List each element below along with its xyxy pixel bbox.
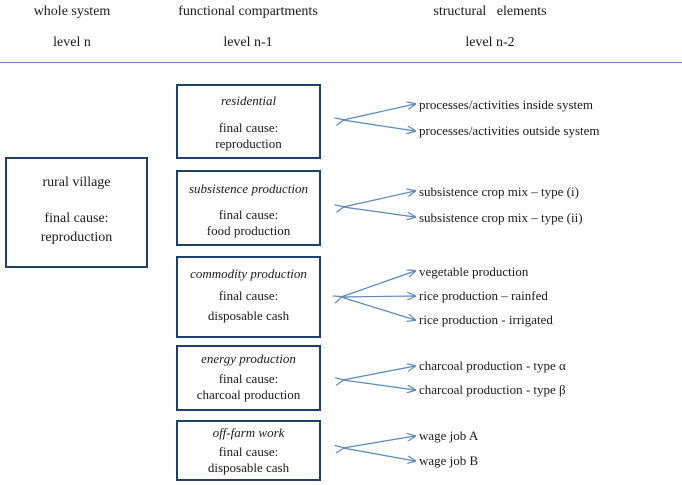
structural-element: processes/activities outside system	[419, 123, 600, 138]
compartment-final-cause: final cause: disposable cash	[207, 288, 290, 323]
arrow-energy-alpha	[343, 366, 415, 380]
arrow-offfarm-a	[343, 436, 415, 448]
header-functional-level: level n-1	[223, 35, 273, 50]
header-structural-title: structural elements	[433, 4, 547, 19]
compartment-box-energy-production: energy production final cause: charcoal …	[176, 345, 321, 411]
compartment-final-cause: final cause: charcoal production	[196, 371, 301, 402]
header-whole-system-level: level n	[53, 35, 91, 50]
arrow-residential-outside	[342, 119, 415, 131]
header-functional-title: functional compartments	[178, 4, 318, 19]
compartment-box-commodity-production: commodity production final cause: dispos…	[176, 256, 321, 338]
header-divider	[0, 62, 682, 63]
compartment-title: commodity production	[190, 266, 307, 281]
structural-element: subsistence crop mix – type (ii)	[419, 210, 583, 225]
compartment-title: residential	[220, 93, 277, 108]
compartment-box-subsistence-production: subsistence production final cause: food…	[176, 170, 321, 246]
header-whole-system: whole system level n	[10, 3, 134, 52]
arrow-subsistence-i	[343, 191, 415, 207]
structural-element: charcoal production - type β	[419, 382, 566, 397]
structural-element: subsistence crop mix – type (i)	[419, 184, 579, 199]
compartment-final-cause: final cause: food production	[206, 207, 291, 238]
compartment-box-off-farm-work: off-farm work final cause: disposable ca…	[176, 420, 321, 481]
structural-element: wage job B	[419, 453, 479, 468]
compartment-title: off-farm work	[212, 425, 285, 440]
structural-element: vegetable production	[419, 264, 529, 279]
arrow-commodity-irrigated	[340, 296, 415, 320]
header-structural-level: level n-2	[465, 35, 515, 50]
compartment-title: energy production	[201, 351, 296, 366]
whole-system-box: rural village final cause: reproduction	[5, 157, 148, 268]
compartment-box-residential: residential final cause: reproduction	[176, 84, 321, 159]
arrow-offfarm-b	[342, 447, 415, 461]
arrow-residential-inside	[343, 104, 415, 120]
arrow-commodity-rainfed	[340, 296, 415, 297]
compartment-final-cause: final cause: reproduction	[215, 120, 282, 151]
structural-element: charcoal production - type α	[419, 358, 566, 373]
structural-element: rice production - irrigated	[419, 312, 553, 327]
arrow-commodity-vegetable	[341, 271, 415, 297]
compartment-final-cause: final cause: disposable cash	[207, 444, 290, 475]
structural-element: wage job A	[419, 428, 479, 443]
structural-element: rice production – rainfed	[419, 288, 548, 303]
compartment-title: subsistence production	[188, 181, 309, 196]
header-functional-compartments: functional compartments level n-1	[150, 3, 346, 52]
whole-system-final-cause: final cause: reproduction	[40, 211, 113, 245]
arrow-energy-beta	[342, 379, 415, 390]
header-whole-system-title: whole system	[33, 4, 111, 19]
whole-system-title: rural village	[42, 175, 111, 190]
header-structural-elements: structural elements level n-2	[390, 3, 590, 52]
arrow-subsistence-ii	[342, 206, 415, 217]
structural-element: processes/activities inside system	[419, 97, 594, 112]
